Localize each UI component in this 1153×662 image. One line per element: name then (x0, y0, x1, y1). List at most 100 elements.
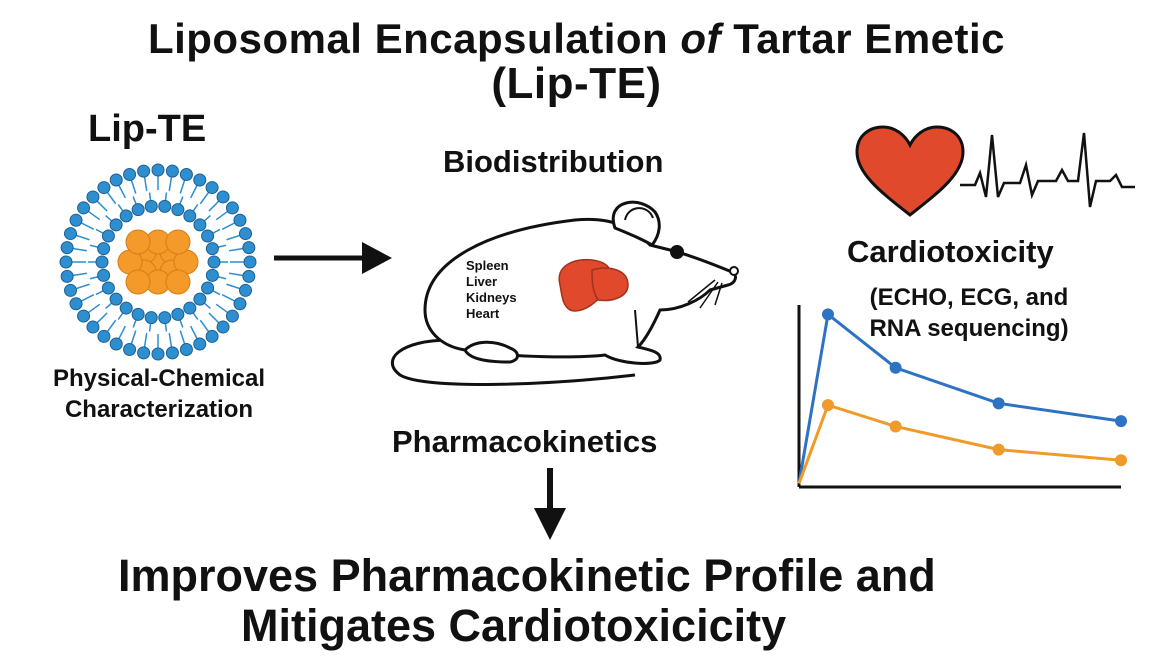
outer-lipid-head (137, 164, 151, 178)
inner-lipid-head (201, 229, 215, 243)
outer-lipid-head (238, 227, 252, 241)
inner-lipid-head (201, 281, 215, 295)
outer-lipid-head (179, 168, 193, 182)
inner-lipid-head (97, 268, 111, 282)
outer-lipid-head (225, 201, 239, 215)
outer-lipid-head (123, 342, 137, 356)
cardio-detail-line-2: RNA sequencing) (869, 315, 1069, 342)
outer-lipid-head (242, 269, 256, 283)
title-part-1: Liposomal Encapsulation (147, 15, 669, 62)
biodistribution-label: Biodistribution (443, 144, 664, 179)
liposome-caption-line-2: Characterization (64, 396, 254, 423)
outer-lipid-head (216, 320, 230, 334)
outer-lipid-head (233, 213, 247, 227)
outer-lipid-head (243, 255, 257, 269)
outer-lipid-head (123, 168, 137, 182)
inner-lipid-head (119, 209, 133, 223)
series-1-line (797, 311, 1122, 484)
series-1-point (1115, 415, 1127, 428)
cardio-detail: (ECHO, ECG, and RNA sequencing) (838, 282, 1100, 344)
inner-lipid-head (171, 203, 185, 217)
title-part-2: Tartar Emetic (733, 15, 1006, 62)
cardiotoxicity-label: Cardiotoxicity (847, 234, 1054, 269)
drug-core-particle (165, 229, 191, 255)
organ-list: Spleen Liver Kidneys Heart (466, 258, 517, 322)
outer-lipid-head (238, 283, 252, 297)
inner-lipid-head (183, 301, 197, 315)
inner-lipid-head (193, 292, 207, 306)
organ-heart: Heart (466, 306, 500, 321)
inner-lipid-head (183, 209, 197, 223)
outer-lipid-head (97, 181, 111, 195)
inner-lipid-head (97, 242, 111, 256)
pharmacokinetics-label: Pharmacokinetics (392, 424, 658, 459)
outer-lipid-head (151, 347, 165, 361)
outer-lipid-head (86, 190, 100, 204)
cardio-detail-line-1: (ECHO, ECG, and (869, 284, 1069, 311)
liposome-caption: Physical-Chemical Characterization (0, 363, 318, 425)
outer-lipid-head (60, 241, 74, 255)
outer-lipid-head (242, 241, 256, 255)
arrow-right-icon (274, 242, 392, 274)
conclusion-line-2: Mitigates Cardiotoxicicity (241, 600, 787, 651)
outer-lipid-head (86, 320, 100, 334)
series-2-point (889, 420, 902, 433)
drug-core-particle (125, 269, 151, 295)
inner-lipid-head (119, 301, 133, 315)
pk-line-chart (797, 305, 1127, 489)
outer-lipid-head (109, 337, 123, 351)
liposome-label: Lip-TE (88, 108, 207, 150)
outer-lipid-head (165, 164, 179, 178)
liposome-caption-line-1: Physical-Chemical (52, 365, 266, 392)
inner-lipid-head (109, 292, 123, 306)
ecg-trace-icon (960, 132, 1135, 208)
outer-lipid-head (64, 283, 78, 297)
inner-lipid-head (205, 268, 219, 282)
inner-lipid-head (144, 311, 158, 325)
series-2-point (992, 443, 1005, 456)
series-2-line (797, 403, 1122, 484)
conclusion-line-1: Improves Pharmacokinetic Profile and (118, 550, 936, 601)
inner-lipid-head (131, 203, 145, 217)
organ-spleen: Spleen (466, 258, 509, 273)
inner-lipid-head (158, 199, 172, 213)
series-1-point (992, 397, 1005, 410)
outer-lipid-head (151, 163, 165, 177)
outer-lipid-head (205, 329, 219, 343)
drug-core-particle (125, 229, 151, 255)
arrow-down-icon (534, 468, 566, 540)
inner-lipid-head (171, 307, 185, 321)
outer-lipid-head (233, 297, 247, 311)
inner-lipid-head (101, 229, 115, 243)
inner-lipid-head (193, 218, 207, 232)
outer-lipid-head (137, 346, 151, 360)
organ-kidneys: Kidneys (466, 290, 517, 305)
liposome-illustration (59, 163, 257, 361)
series-2-point (821, 399, 834, 412)
inner-lipid-head (158, 311, 172, 325)
outer-lipid-head (69, 213, 83, 227)
outer-lipid-head (77, 201, 91, 215)
title-line-2: (Lip-TE) (491, 59, 662, 108)
outer-lipid-head (165, 346, 179, 360)
outer-lipid-head (193, 337, 207, 351)
outer-lipid-head (77, 309, 91, 323)
outer-lipid-head (225, 309, 239, 323)
series-1-point (821, 308, 834, 321)
outer-lipid-head (59, 255, 73, 269)
outer-lipid-head (179, 342, 193, 356)
outer-lipid-head (205, 181, 219, 195)
outer-lipid-head (193, 173, 207, 187)
outer-lipid-head (64, 227, 78, 241)
outer-lipid-head (60, 269, 74, 283)
organ-liver: Liver (466, 274, 498, 289)
inner-lipid-head (101, 281, 115, 295)
outer-lipid-head (216, 190, 230, 204)
drug-core-particle (165, 269, 191, 295)
outer-lipid-head (109, 173, 123, 187)
heart-icon (855, 125, 965, 217)
inner-lipid-head (144, 199, 158, 213)
inner-lipid-head (131, 307, 145, 321)
inner-lipid-head (207, 255, 221, 269)
inner-lipid-head (95, 255, 109, 269)
